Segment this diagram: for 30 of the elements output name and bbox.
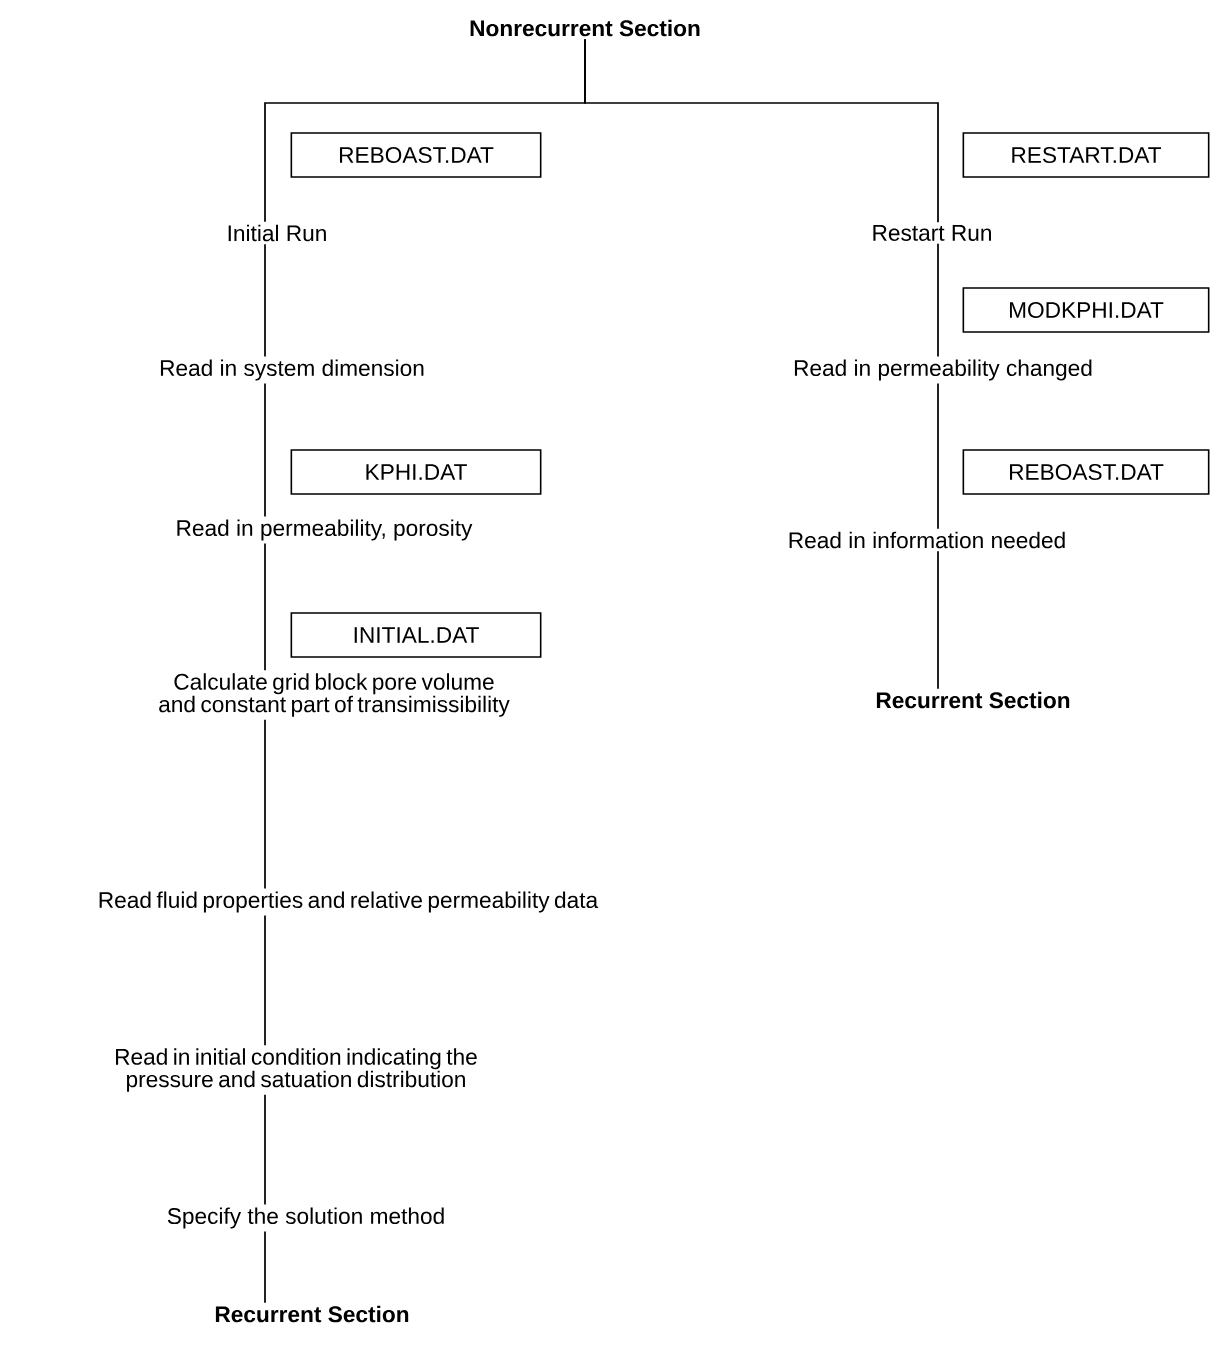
step-text: Calculate grid block pore volume and constant part of transimissibility [159, 673, 510, 717]
file-box: RESTART.DAT [962, 132, 1210, 178]
step-text: Read in information needed [789, 531, 1065, 549]
step-text: Read in initial condition indicating the pressure and satuation distribution [116, 1048, 477, 1092]
connector-line [937, 242, 939, 358]
step-text: Read in permeability, porosity [177, 519, 473, 541]
connector-line [937, 550, 939, 690]
step-text: Specify the solution method [167, 1207, 444, 1229]
file-box: INITIAL.DAT [290, 612, 542, 658]
connector-line [264, 243, 266, 358]
connector-line [264, 382, 266, 518]
step-text: Read in system dimension [160, 359, 424, 381]
connector-line [584, 38, 939, 224]
section-heading: Nonrecurrent Section [470, 19, 700, 37]
file-box: REBOAST.DAT [962, 449, 1210, 495]
step-text: Initial Run [228, 224, 326, 242]
connector-line [264, 1230, 266, 1304]
connector-line [264, 718, 266, 890]
file-box: MODKPHI.DAT [962, 287, 1210, 333]
step-text: Restart Run [873, 225, 991, 241]
section-heading: Recurrent Section [876, 691, 1070, 709]
step-text: Read in permeability changed [794, 359, 1092, 381]
connector-line [264, 1093, 266, 1206]
file-box: KPHI.DAT [290, 449, 542, 495]
section-heading: Recurrent Section [215, 1305, 409, 1323]
step-text: Read fluid properties and relative permeability data [99, 891, 599, 913]
connector-line [264, 914, 266, 1047]
connector-line [264, 542, 266, 672]
file-box: REBOAST.DAT [290, 132, 542, 178]
connector-line [937, 382, 939, 530]
